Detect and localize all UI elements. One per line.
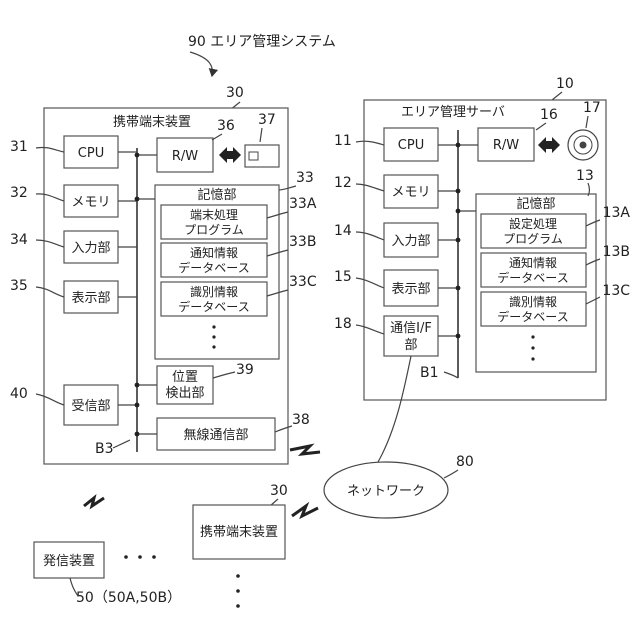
mobile-memory-label: メモリ [71,195,110,210]
server-db2-line1: 通知情報 [509,256,557,270]
position-line2: 検出部 [165,386,204,401]
ref-33: 33 [296,170,314,186]
ref-12: 12 [334,175,352,191]
ref-33a: 33A [289,196,317,212]
media-card-icon [249,152,258,160]
server-title: エリア管理サーバ [401,105,505,120]
ref-13c: 13C [602,283,630,299]
ref-34: 34 [10,232,28,248]
server-db2-line2: データベース [497,270,568,285]
server-comm-line1: 通信I/F [390,321,432,336]
ref-37: 37 [258,112,276,128]
ref-16: 16 [540,107,558,123]
server-input-label: 入力部 [391,234,430,249]
mobile-db3-line2: データベース [178,299,249,314]
mobile-bottom-ref: 30 [270,483,288,499]
server-ref: 10 [556,76,574,92]
wireless-signal-icon [290,446,320,454]
mobile-storage-title: 記憶部 [197,187,236,203]
server-display-label: 表示部 [391,282,430,297]
ref-14: 14 [334,223,352,239]
ref-35: 35 [10,278,28,294]
system-pointer [190,52,212,76]
ref-13a: 13A [603,205,631,221]
ref-38: 38 [292,412,310,428]
position-line1: 位置 [172,370,198,385]
server-db3-line1: 識別情報 [509,295,557,309]
wireless-signal-icon [84,498,104,506]
mobile-display-label: 表示部 [71,291,110,306]
mobile-db3-line1: 識別情報 [190,285,238,299]
system-label: 90 エリア管理システム [188,34,336,50]
server-cpu-label: CPU [398,138,424,153]
bus-b3-label: B3 [95,441,114,457]
transmitter-ref: 50（50A,50B） [76,590,181,606]
server-comm-line2: 部 [404,338,417,353]
mobile-cpu-label: CPU [78,146,104,161]
ref-32: 32 [10,185,28,201]
mobile-receiver-label: 受信部 [71,399,110,414]
ref-18: 18 [334,316,352,332]
more-transmitters-ellipsis [124,555,156,559]
server-db1-line2: プログラム [503,232,563,246]
mobile-rw-label: R/W [172,149,198,164]
mobile-db2-line2: データベース [178,260,249,275]
ref-31: 31 [10,139,28,155]
ref-13b: 13B [603,244,630,260]
ref-33c: 33C [289,274,317,290]
server-storage-title: 記憶部 [516,196,555,212]
ref-39: 39 [236,362,254,378]
transmitter-label: 発信装置 [43,554,95,569]
wireless-signal-icon [292,506,318,516]
wireless-comm-label: 無線通信部 [183,427,248,443]
mobile-top-title: 携帯端末装置 [113,114,191,130]
mobile-bottom-title: 携帯端末装置 [200,524,278,540]
server-rw-label: R/W [493,138,519,153]
ref-17: 17 [583,100,601,116]
optical-disc-icon [568,130,598,160]
ref-36: 36 [217,118,235,134]
bus-b1-label: B1 [420,365,439,381]
ref-11: 11 [334,133,352,149]
server-db3-line2: データベース [497,309,568,324]
network-label: ネットワーク [347,484,425,499]
ref-33b: 33B [289,234,316,250]
more-terminals-ellipsis [236,574,240,608]
ref-15: 15 [334,269,352,285]
mobile-db1-line2: プログラム [184,223,244,237]
mobile-top-ref: 30 [226,85,244,101]
server-db1-line1: 設定処理 [509,216,557,231]
ref-80: 80 [456,454,474,470]
mobile-input-label: 入力部 [71,241,110,256]
mobile-db2-line1: 通知情報 [190,246,238,260]
server-memory-label: メモリ [391,185,430,200]
ref-40: 40 [10,386,28,402]
mobile-db1-line1: 端末処理 [190,208,238,222]
ref-13: 13 [576,168,594,184]
